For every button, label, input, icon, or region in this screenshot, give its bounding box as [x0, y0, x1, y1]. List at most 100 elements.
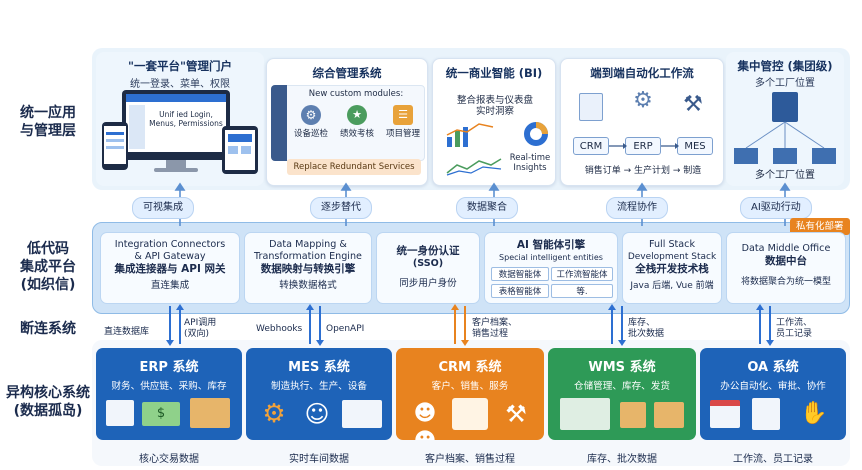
mes-subtitle: 制造执行、生产、设备 — [271, 381, 367, 392]
low-card-desc: 直连集成 — [150, 280, 190, 291]
sso-card[interactable]: 统一身份认证 (SSO) 同步用户身份 — [376, 232, 480, 304]
phone-icon — [102, 122, 128, 170]
module-performance[interactable]: ★ 绩效考核 — [335, 105, 379, 139]
low-card-heading: 集成连接器与 API 网关 — [114, 263, 226, 275]
workflow-node-mes[interactable]: MES — [677, 137, 713, 155]
portal-subtitle: 统一登录、菜单、权限 — [130, 79, 230, 90]
low-card-desc: 将数据聚合为统一模型 — [740, 277, 831, 287]
layer-label-core: 异构核心系统 (数据孤岛) — [6, 385, 90, 419]
low-card-line: Transformation Engine — [254, 251, 362, 262]
wms-subtitle: 仓储管理、库存、发货 — [574, 381, 670, 392]
mgmt-title: 综合管理系统 — [312, 66, 382, 80]
factory-icon — [773, 148, 797, 164]
wms-footer: 库存、批次数据 — [587, 454, 657, 465]
erp-title: ERP 系统 — [139, 360, 199, 375]
bar-chart-icon — [446, 123, 494, 147]
warehouse-icon — [560, 398, 610, 430]
oa-footer: 工作流、员工记录 — [733, 454, 813, 465]
label-wms-data: 库存、 批次数据 — [628, 318, 665, 339]
workflow-caption: 销售订单 → 生产计划 → 制造 — [584, 166, 702, 176]
ai-chip[interactable]: 工作流智能体 — [551, 267, 613, 281]
erp-footer: 核心交易数据 — [139, 454, 199, 465]
inspection-icon: ⚙ — [301, 105, 321, 125]
module-project[interactable]: ☰ 项目管理 — [381, 105, 425, 139]
workflow-card[interactable]: 端到端自动化工作流 ⚙ ⚒ CRM ERP MES 销售订单 → 生产计划 → … — [560, 58, 724, 186]
crm-footer: 客户档案、销售过程 — [425, 454, 515, 465]
low-card-line: Data Mapping & — [269, 239, 347, 250]
oa-title: OA 系统 — [747, 360, 799, 375]
pill-ai-action[interactable]: AI驱动行动 — [740, 197, 812, 219]
label-oa-data: 工作流、 员工记录 — [776, 318, 813, 339]
handshake-icon: ✋ — [800, 401, 828, 426]
workflow-arrows — [609, 143, 679, 149]
label-openapi: OpenAPI — [326, 324, 365, 334]
erp-system-card[interactable]: ERP 系统 财务、供应链、采购、库存 $ — [96, 348, 242, 440]
factory-links — [745, 121, 825, 149]
donut-chart-icon — [524, 122, 548, 146]
full-stack-card[interactable]: Full Stack Development Stack 全栈开发技术栈 Jav… — [622, 232, 722, 304]
label-webhooks: Webhooks — [256, 324, 303, 334]
mes-title: MES 系统 — [288, 360, 350, 375]
wms-system-card[interactable]: WMS 系统 仓储管理、库存、发货 — [548, 348, 696, 440]
ai-agent-card[interactable]: AI 智能体引擎 Special intelligent entities 数据… — [484, 232, 618, 304]
erp-subtitle: 财务、供应链、采购、库存 — [111, 381, 227, 392]
low-card-heading: 统一身份认证 — [396, 245, 460, 257]
mes-footer: 实时车间数据 — [289, 454, 349, 465]
hq-building-icon — [772, 92, 798, 122]
pill-visual-integration[interactable]: 可视集成 — [132, 197, 194, 219]
wms-title: WMS 系统 — [588, 360, 656, 375]
group-caption: 多个工厂位置 — [755, 170, 815, 181]
line-chart-icon — [446, 158, 502, 176]
privatization-badge[interactable]: 私有化部署 — [790, 218, 850, 235]
low-card-line: (SSO) — [412, 258, 444, 269]
document-icon — [752, 398, 780, 430]
group-card[interactable]: 集中管控 (集团级) 多个工厂位置 多个工厂位置 — [726, 52, 844, 186]
bi-subtitle: 整合报表与仪表盘 实时洞察 — [456, 95, 533, 117]
low-card-line: Development Stack — [627, 252, 717, 262]
realtime-insights: Real-time Insights — [509, 153, 551, 173]
mgmt-card[interactable]: 综合管理系统 New custom modules: ⚙ 设备巡检 ★ 绩效考核… — [266, 58, 428, 186]
pill-process-collab[interactable]: 流程协作 — [606, 197, 668, 219]
portal-title: "一套平台"管理门户 — [128, 59, 232, 73]
tablet-icon — [222, 126, 258, 174]
crm-title: CRM 系统 — [438, 360, 502, 375]
data-middle-office-card[interactable]: Data Middle Office 数据中台 将数据聚合为统一模型 — [726, 232, 846, 304]
workflow-gear-icon: ⚙ — [633, 88, 653, 113]
label-crm-data: 客户档案、 销售过程 — [472, 318, 518, 339]
low-card-line: Integration Connectors — [114, 239, 226, 250]
people-icon: ☻☻ — [413, 401, 437, 440]
low-card-desc: Java 后端, Vue 前端 — [630, 281, 714, 291]
group-title: 集中管控 (集团级) — [737, 59, 833, 73]
integration-connectors-card[interactable]: Integration Connectors & API Gateway 集成连… — [100, 232, 240, 304]
layer-label-low-code: 低代码 集成平台 (如织信) — [20, 241, 76, 293]
workflow-node-crm[interactable]: CRM — [573, 137, 609, 155]
oa-system-card[interactable]: OA 系统 办公自动化、审批、协作 ✋ — [700, 348, 846, 440]
ai-chip[interactable]: 等. — [551, 284, 613, 298]
factory-icon — [106, 400, 134, 426]
low-card-heading: 全栈开发技术栈 — [635, 263, 709, 275]
pill-data-aggregation[interactable]: 数据聚合 — [456, 197, 518, 219]
portal-card[interactable]: "一套平台"管理门户 统一登录、菜单、权限 Unif ied Login, Me… — [96, 52, 264, 186]
data-mapping-card[interactable]: Data Mapping & Transformation Engine 数据映… — [244, 232, 372, 304]
tools-icon: ⚒ — [505, 400, 527, 428]
pill-gradual-replace[interactable]: 逐步替代 — [310, 197, 372, 219]
module-inspection[interactable]: ⚙ 设备巡检 — [289, 105, 333, 139]
performance-icon: ★ — [347, 105, 367, 125]
low-card-desc: 同步用户身份 — [399, 278, 457, 289]
ai-chip[interactable]: 数据智能体 — [491, 267, 549, 281]
workflow-robot-icon: ⚒ — [683, 92, 703, 117]
factory-icon — [812, 148, 836, 164]
ai-chip[interactable]: 表格智能体 — [491, 284, 549, 298]
mes-system-card[interactable]: MES 系统 制造执行、生产、设备 ⚙ ☺ — [246, 348, 392, 440]
crm-subtitle: 客户、销售、服务 — [431, 381, 509, 392]
workflow-title: 端到端自动化工作流 — [590, 66, 694, 80]
workflow-doc-icon — [579, 93, 603, 121]
profile-card-icon — [452, 398, 488, 430]
crm-system-card[interactable]: CRM 系统 客户、销售、服务 ☻☻ ⚒ — [396, 348, 544, 440]
monitor-icon: Unif ied Login, Menus, Permissions — [122, 90, 230, 160]
label-api-call: API调用 (双向) — [184, 318, 217, 339]
worker-icon: ☺ — [304, 400, 330, 428]
layer-label-disconnected: 断连系统 — [20, 321, 76, 337]
robot-arm-icon: ⚙ — [262, 399, 286, 429]
